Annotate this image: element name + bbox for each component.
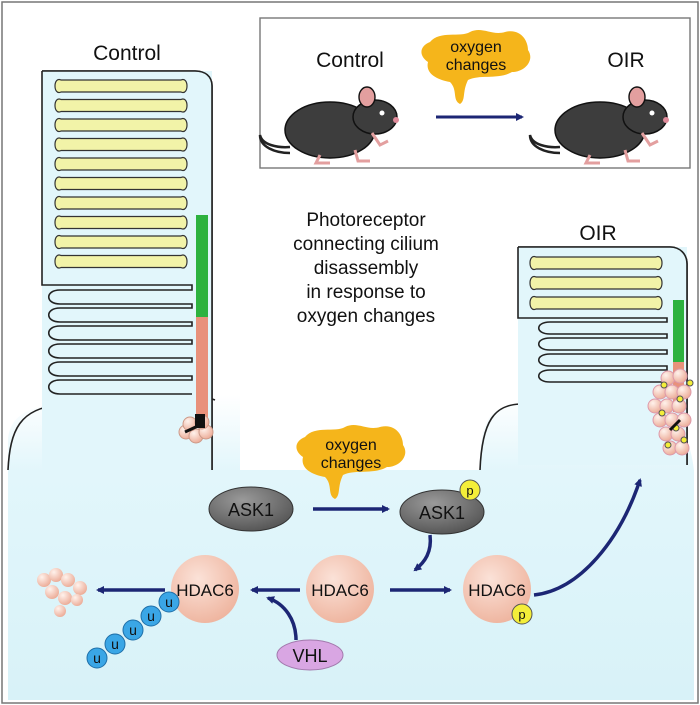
ask1-label: ASK1 [228,500,274,520]
hdac6-left-label: HDAC6 [176,581,234,600]
center-text-line5: oxygen changes [297,306,435,327]
inset-stimulus-line2: changes [446,57,507,74]
oir-disassembled-cluster [647,368,694,456]
inset-control-label: Control [316,49,384,72]
ask1-node [208,486,294,532]
control-disc [54,98,188,113]
ask1-p-node [399,489,485,535]
ubiquitin-bead [140,605,162,627]
oir-mouse-icon [528,86,669,165]
phospho-dot [660,381,668,389]
vhl-label: VHL [292,646,327,666]
ask1-to-hdac6-arrow [413,534,433,572]
ubiquitin-bead [122,619,144,641]
ask1-phospho-badge [459,479,481,501]
control-cilium-pink [196,317,208,427]
control-disc [54,234,188,250]
control-disc [54,156,188,172]
control-title: Control [93,42,161,65]
hdac6-left-node [171,555,239,623]
inset-oxygen-splash-icon [421,30,531,104]
oir-title: OIR [579,222,616,245]
phospho-dot [686,379,694,387]
phospho-dot [664,441,672,449]
hdac6-phospho-label: p [518,607,525,622]
pathway-stimulus-line1: oxygen [325,437,377,454]
control-disc [54,254,188,269]
control-disc [54,117,188,133]
control-disc [54,78,188,94]
control-disc [54,195,188,211]
ask1-phospho-label: p [466,483,473,498]
center-text-line3: disassembly [314,258,419,279]
control-outer-segment [41,70,213,471]
hdac6-to-cilium-arrow [533,478,642,597]
control-cilium-green [196,215,208,317]
center-text-line1: Photoreceptor [306,210,426,231]
vhl-node [276,639,344,671]
phospho-dot [676,395,684,403]
phospho-dot [680,436,688,444]
cilium-fragment [672,368,688,384]
ubiquitin-bead [104,633,126,655]
cilium-fragment [674,440,690,456]
ubiquitin-label: u [165,594,173,610]
vhl-arrow [266,596,298,641]
control-disc [54,215,188,230]
ubiquitin-label: u [93,650,101,666]
center-text-line4: in response to [306,282,425,303]
degraded-fragments [37,568,87,617]
hdac6-right-label: HDAC6 [468,581,526,600]
oir-cilium-green [673,300,684,362]
basal-body-fragment [668,418,682,432]
ubiquitin-label: u [111,636,119,652]
control-disc [54,137,188,152]
oir-outer-segment [517,246,688,465]
control-disc [54,176,188,191]
ubiquitin-label: u [129,622,137,638]
control-mouse-icon [258,86,399,165]
inset-oir-label: OIR [607,49,644,72]
hdac6-center-label: HDAC6 [311,581,369,600]
oir-disc [529,295,663,311]
oir-disc [529,255,663,271]
center-text-line2: connecting cilium [293,234,439,255]
phospho-dot [658,409,666,417]
oir-disc [529,275,663,291]
hdac6-center-node [306,555,374,623]
hdac6-phospho-badge [511,603,533,625]
ubiquitin-label: u [147,608,155,624]
ubiquitin-bead [158,591,180,613]
pathway-oxygen-splash-icon [296,425,406,499]
ubiquitin-bead [86,647,108,669]
cilium-fragment [676,384,692,400]
cilium-fragment [676,412,692,428]
pathway-stimulus-line2: changes [321,455,382,472]
inset-stimulus-line1: oxygen [450,39,502,56]
hdac6-right-node [463,555,531,623]
ask1-p-label: ASK1 [419,503,465,523]
control-basal-cluster [178,414,214,444]
